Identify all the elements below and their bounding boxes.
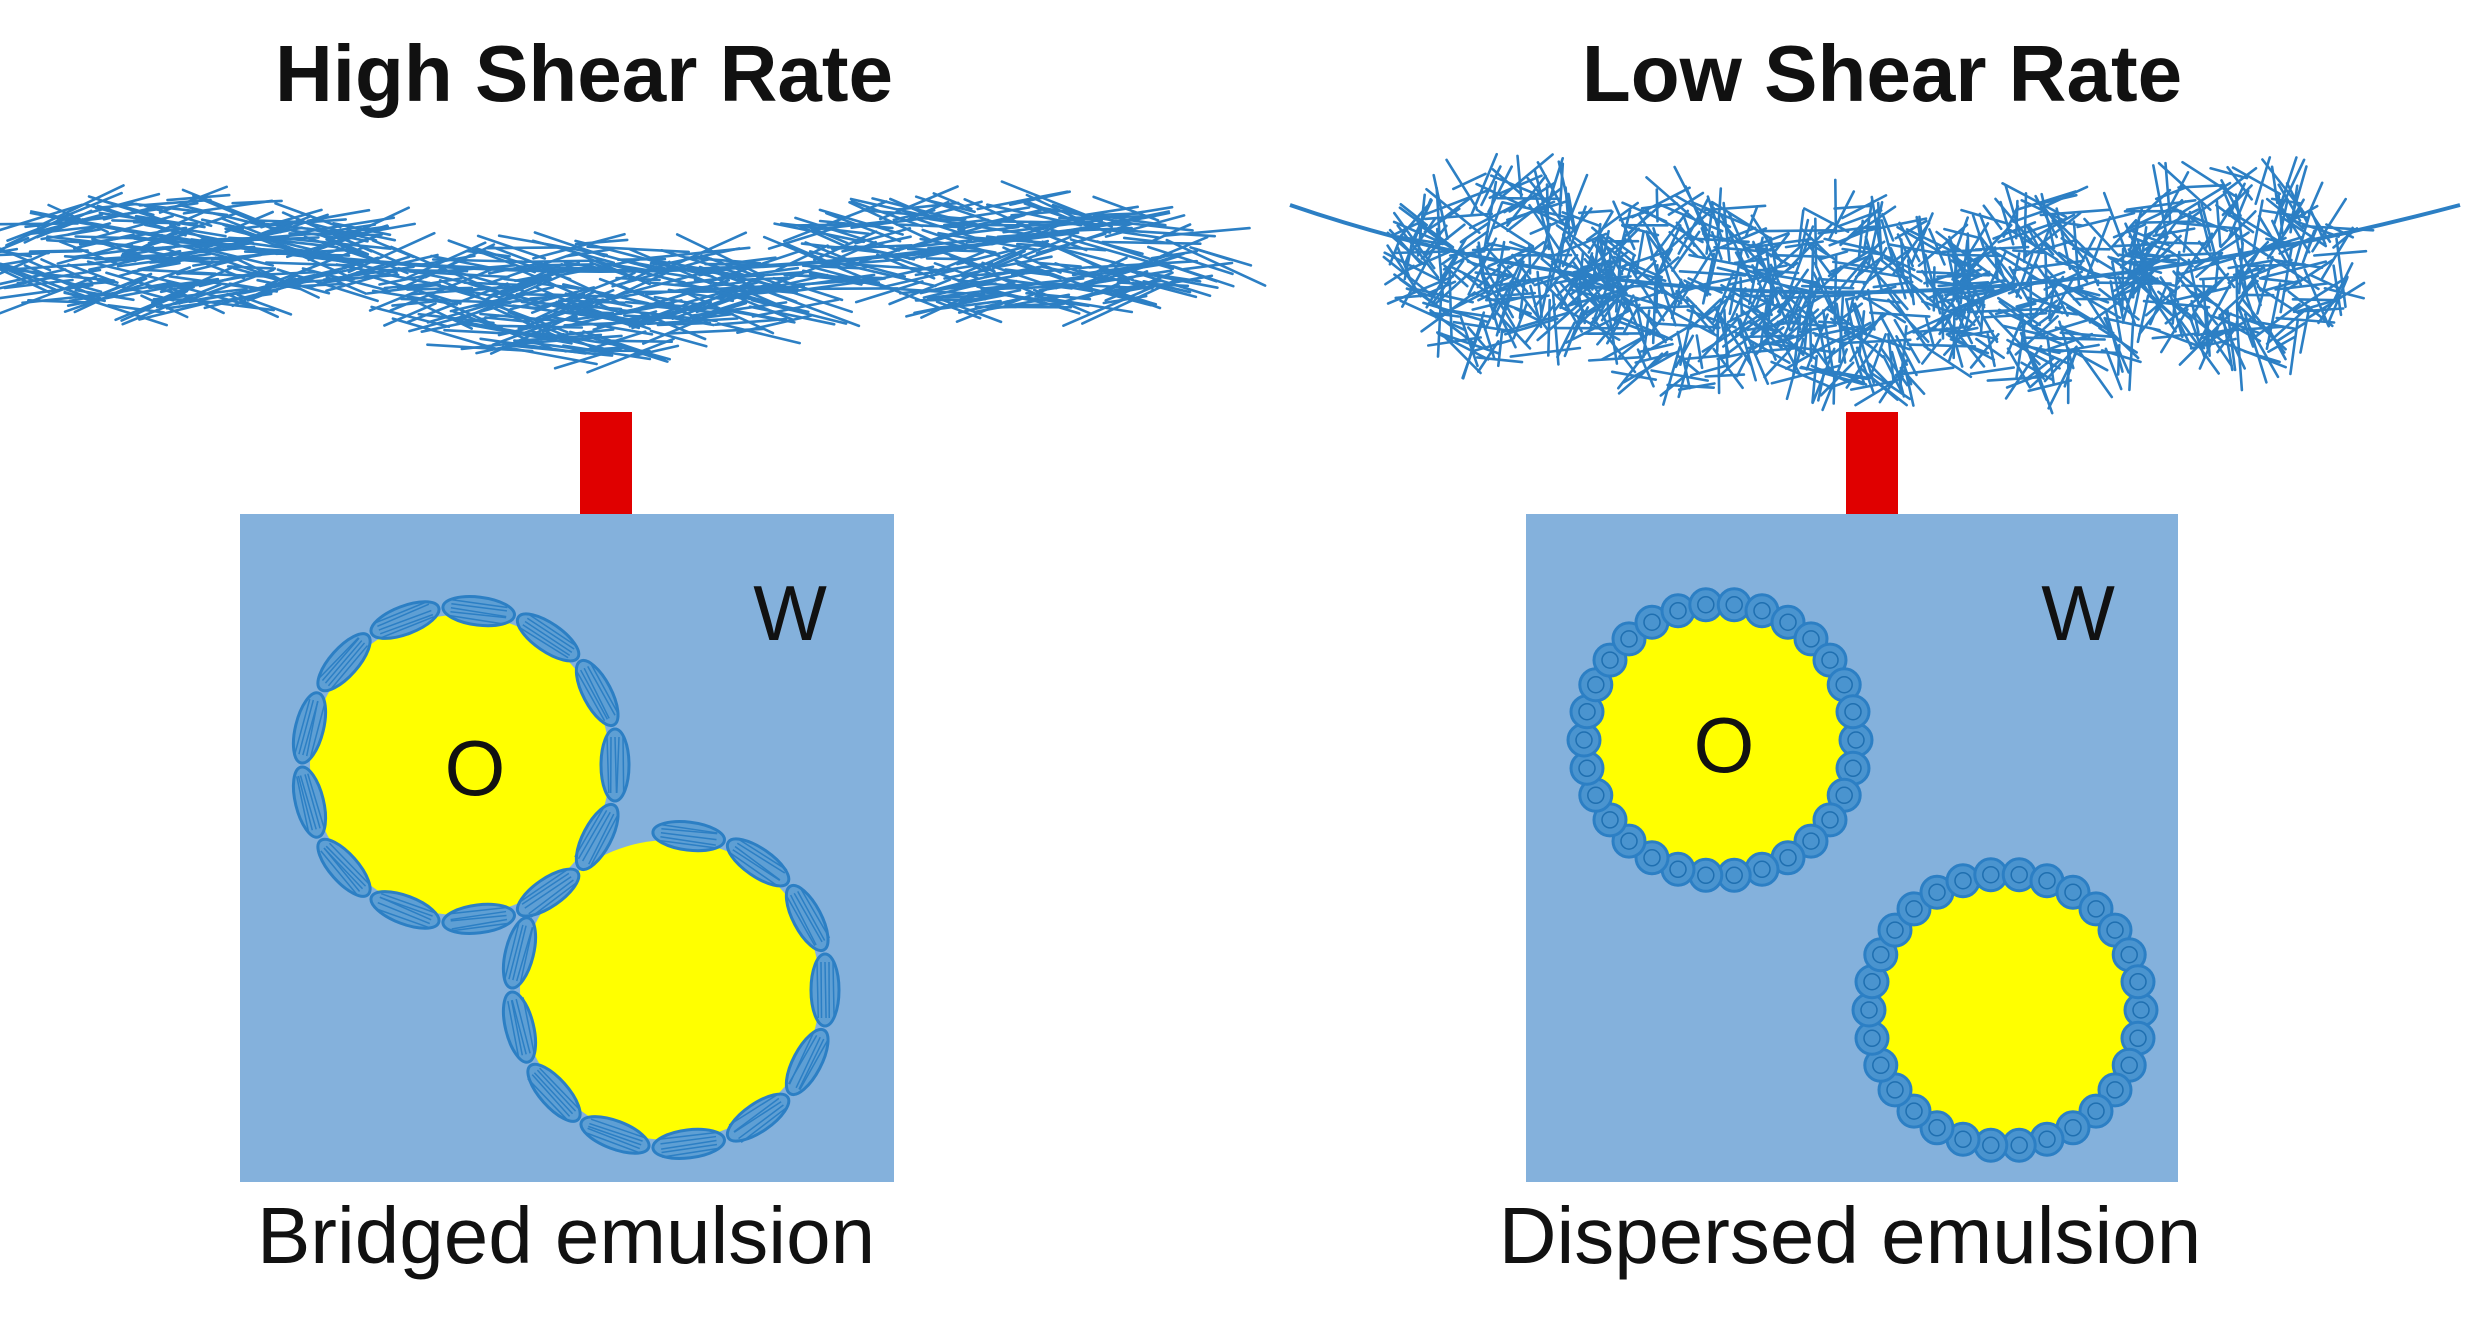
nanofibril-particles-right <box>1566 587 2159 1163</box>
high-shear-rate-title: High Shear Rate <box>275 29 893 118</box>
oil-droplet-left-lower <box>520 840 820 1140</box>
low-shear-rate-title: Low Shear Rate <box>1581 29 2183 118</box>
oil-droplet-right-lower <box>1877 882 2133 1138</box>
bridged-emulsion-caption: Bridged emulsion <box>256 1191 876 1280</box>
bridged-emulsion-panel: W O <box>240 514 894 1182</box>
oil-label-right: O <box>1694 701 1755 789</box>
oil-droplet-left-upper <box>310 615 610 915</box>
water-label-left: W <box>753 569 827 657</box>
high-shear-fiber-strand <box>0 180 1267 374</box>
dispersed-emulsion-panel: W O <box>1526 514 2178 1182</box>
dispersed-emulsion-caption: Dispersed emulsion <box>1498 1191 2202 1280</box>
low-shear-fiber-strand <box>1289 152 2461 415</box>
oil-droplet-right-upper <box>1592 612 1848 868</box>
oil-label-left: O <box>445 724 506 812</box>
nanofibril-particles-left <box>291 595 841 1160</box>
water-label-right: W <box>2041 569 2115 657</box>
